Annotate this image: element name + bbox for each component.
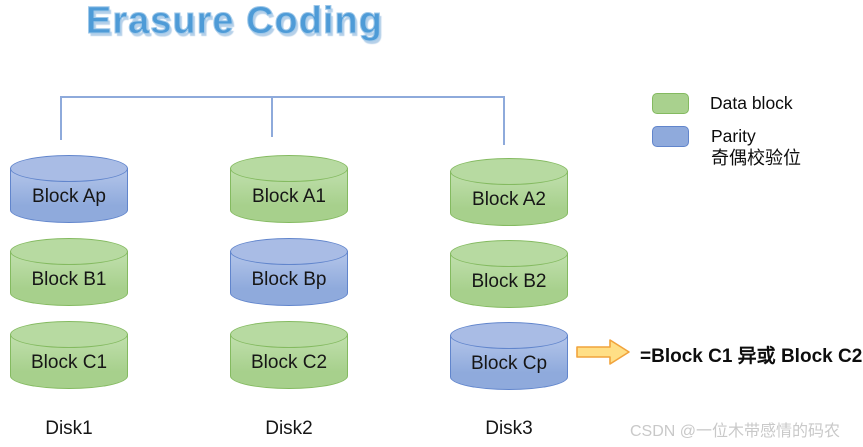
cylinder-top bbox=[450, 158, 568, 185]
cylinder-top bbox=[10, 238, 128, 265]
block-label: Block Ap bbox=[32, 186, 106, 207]
block-a2-cylinder: Block A2 bbox=[450, 158, 568, 226]
connector-vertical-line-middle bbox=[271, 96, 273, 137]
connector-vertical-line-right bbox=[503, 96, 505, 145]
block-cp-cylinder: Block Cp bbox=[450, 322, 568, 390]
data-block-legend-label: Data block bbox=[710, 93, 793, 113]
parity-legend-label: Parity bbox=[711, 126, 756, 146]
disk2-label: Disk2 bbox=[265, 418, 313, 439]
watermark: CSDN @一位木带感情的码农 bbox=[630, 423, 841, 440]
page-title: Erasure Coding bbox=[86, 0, 383, 43]
cylinder-top bbox=[230, 238, 348, 265]
block-label: Block B1 bbox=[31, 269, 107, 290]
block-a1-cylinder: Block A1 bbox=[230, 155, 348, 223]
block-label: Block B2 bbox=[471, 271, 547, 292]
block-b2-cylinder: Block B2 bbox=[450, 240, 568, 308]
cylinder-top bbox=[450, 322, 568, 349]
cylinder-top bbox=[10, 321, 128, 348]
cylinder-top bbox=[230, 155, 348, 182]
disk3-label: Disk3 bbox=[485, 418, 533, 439]
block-label: Block Bp bbox=[251, 269, 327, 290]
disk1-label: Disk1 bbox=[45, 418, 93, 439]
block-label: Block C2 bbox=[250, 352, 328, 373]
block-c1-cylinder: Block C1 bbox=[10, 321, 128, 389]
block-label: Block A2 bbox=[472, 189, 546, 210]
block-b1-cylinder: Block B1 bbox=[10, 238, 128, 306]
xor-arrow-icon bbox=[576, 339, 630, 365]
parity-block-swatch bbox=[652, 126, 689, 147]
block-label: Block C1 bbox=[30, 352, 108, 373]
xor-annotation: =Block C1 异或 Block C2 bbox=[640, 346, 863, 367]
cylinder-top bbox=[230, 321, 348, 348]
block-label: Block A1 bbox=[252, 186, 326, 207]
parity-legend-label-zh: 奇偶校验位 bbox=[711, 148, 801, 168]
data-block-swatch bbox=[652, 93, 689, 114]
cylinder-top bbox=[10, 155, 128, 182]
block-ap-cylinder: Block Ap bbox=[10, 155, 128, 223]
connector-vertical-line-left bbox=[60, 96, 62, 140]
block-bp-cylinder: Block Bp bbox=[230, 238, 348, 306]
block-c2-cylinder: Block C2 bbox=[230, 321, 348, 389]
cylinder-top bbox=[450, 240, 568, 267]
connector-horizontal-line bbox=[60, 96, 505, 98]
block-label: Block Cp bbox=[470, 353, 548, 374]
